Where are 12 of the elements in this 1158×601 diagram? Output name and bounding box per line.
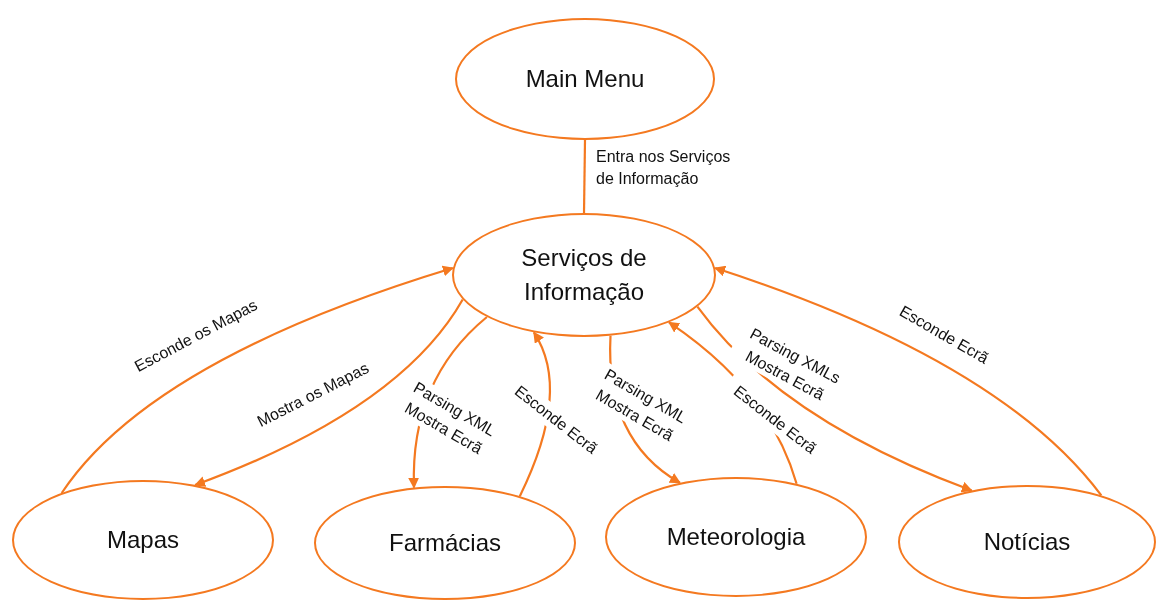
arrow (518, 331, 552, 497)
arrow (696, 306, 973, 493)
state-label: Mapas (106, 525, 179, 556)
state-label: Farmácias (389, 528, 501, 559)
arrow (194, 298, 464, 487)
arrow (60, 265, 454, 494)
connector-line (582, 140, 587, 213)
arrow (714, 265, 1103, 497)
state-label: Serviços de Informação (520, 243, 648, 307)
state-label: Notícias (983, 527, 1071, 558)
state-label: Main Menu (525, 64, 645, 95)
state-label: Meteorologia (666, 522, 806, 553)
